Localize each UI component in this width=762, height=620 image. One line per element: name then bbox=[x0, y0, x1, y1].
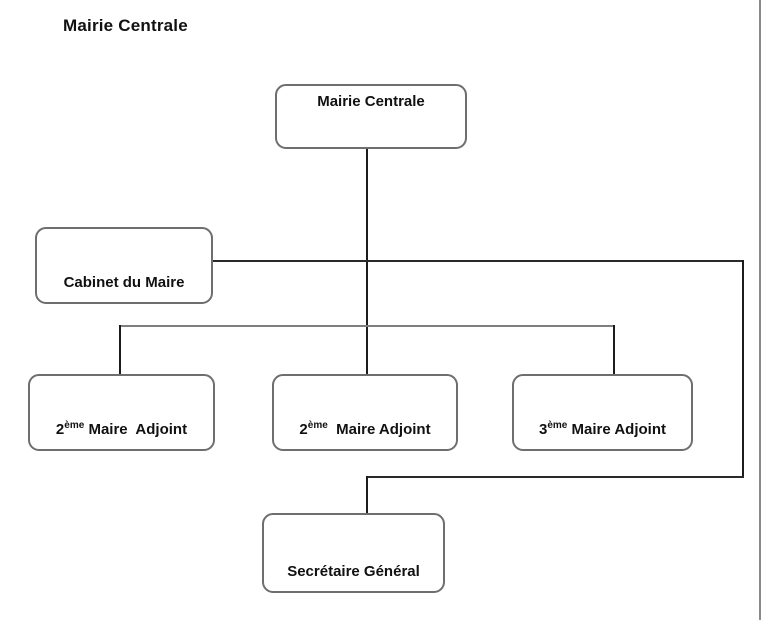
page-edge-line bbox=[759, 0, 761, 620]
node-maire-adjoint-3-label: 3ème Maire Adjoint bbox=[539, 420, 666, 439]
node-mairie-centrale-label: Mairie Centrale bbox=[317, 93, 425, 110]
node-cabinet-du-maire[interactable]: Cabinet du Maire bbox=[35, 227, 213, 304]
node-cabinet-du-maire-label: Cabinet du Maire bbox=[63, 274, 185, 291]
node-mairie-centrale[interactable]: Mairie Centrale bbox=[275, 84, 467, 149]
connector-cabinet-horizontal bbox=[213, 260, 744, 262]
connector-secretaire-vertical bbox=[366, 476, 368, 514]
connector-right-vertical bbox=[742, 260, 744, 478]
chart-title[interactable]: Mairie Centrale bbox=[63, 16, 188, 35]
node-secretaire-general-label: Secrétaire Général bbox=[287, 563, 420, 580]
connector-branch-right-vertical bbox=[613, 325, 615, 375]
connector-secretaire-horizontal bbox=[366, 476, 744, 478]
node-maire-adjoint-2-label: 2ème Maire Adjoint bbox=[299, 420, 431, 439]
node-maire-adjoint-1-label: 2ème Maire Adjoint bbox=[55, 420, 188, 439]
node-maire-adjoint-3[interactable]: 3ème Maire Adjoint bbox=[512, 374, 693, 451]
node-maire-adjoint-2[interactable]: 2ème Maire Adjoint bbox=[272, 374, 458, 451]
node-maire-adjoint-1[interactable]: 2ème Maire Adjoint bbox=[28, 374, 215, 451]
connector-branch-left-vertical bbox=[119, 325, 121, 375]
connector-root-vertical bbox=[366, 107, 368, 375]
connector-branch-horizontal bbox=[119, 325, 615, 327]
node-secretaire-general[interactable]: Secrétaire Général bbox=[262, 513, 445, 593]
